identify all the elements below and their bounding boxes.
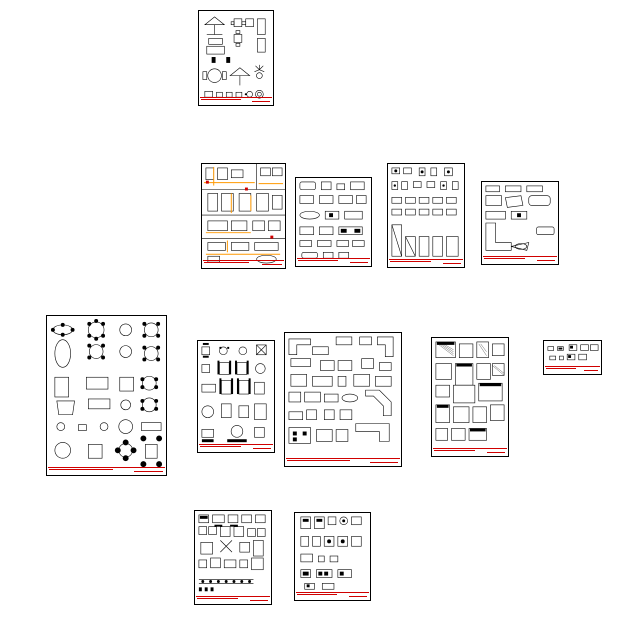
symbols-toilets-and-showers <box>391 167 459 257</box>
symbols-table-chair-sets <box>201 342 267 443</box>
symbols-tubs-and-vanities <box>485 185 555 251</box>
sheet-toilets-and-showers[interactable] <box>387 163 465 268</box>
symbols-beds <box>435 341 505 441</box>
sheet-small-appliances[interactable] <box>543 340 602 375</box>
sheet-sofas-and-lounges[interactable] <box>284 332 402 467</box>
sheet-outdoor-furniture[interactable] <box>198 10 274 106</box>
title-block <box>296 592 369 599</box>
title-block <box>433 448 507 455</box>
symbols-kitchen-and-dining <box>198 514 266 592</box>
symbols-bathtubs <box>299 181 367 259</box>
sheet-beds[interactable] <box>431 337 509 457</box>
title-block <box>203 260 284 267</box>
sheet-table-chair-sets[interactable] <box>197 340 275 453</box>
symbols-kitchen-appliances <box>300 516 362 590</box>
sheet-kitchen-and-dining[interactable] <box>194 510 272 605</box>
title-block <box>545 366 600 373</box>
sheet-bathtubs[interactable] <box>295 177 372 267</box>
title-block <box>286 458 400 465</box>
title-block <box>200 97 272 104</box>
title-block <box>297 258 370 265</box>
title-block <box>199 444 273 451</box>
title-block <box>196 596 270 603</box>
sheet-tubs-and-vanities[interactable] <box>481 181 559 265</box>
sheet-bathroom-fixtures-highlighted[interactable] <box>201 163 286 269</box>
sheet-kitchen-appliances[interactable] <box>294 512 371 601</box>
title-block <box>48 467 165 474</box>
title-block <box>483 256 557 263</box>
symbols-small-appliances <box>547 344 599 361</box>
symbols-outdoor-furniture <box>202 16 266 99</box>
title-block <box>389 259 463 266</box>
sheet-dining-sets[interactable] <box>46 315 167 476</box>
symbols-sofas-and-lounges <box>288 336 394 444</box>
symbols-dining-sets <box>50 318 163 468</box>
symbols-bathroom-fixtures-highlighted <box>202 164 285 264</box>
